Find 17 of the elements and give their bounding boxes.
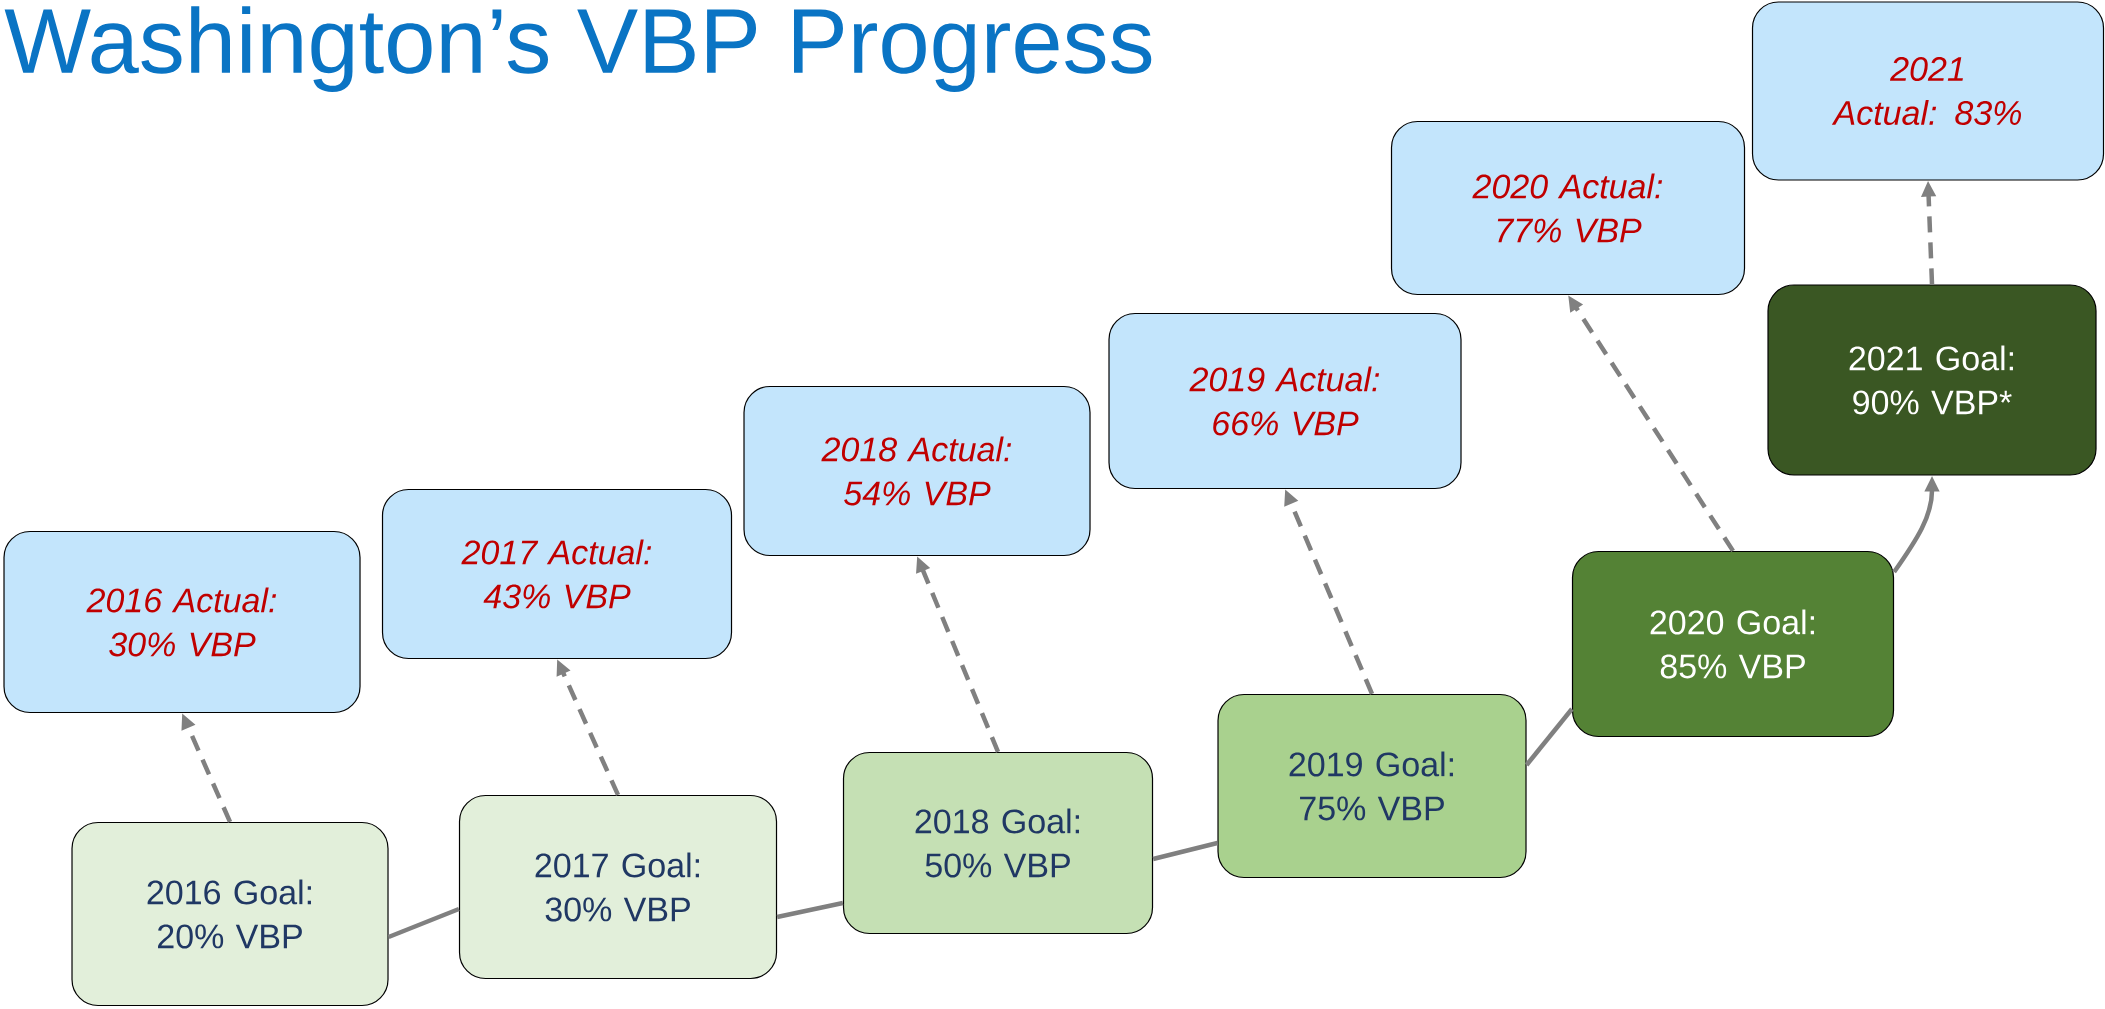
goal-box: 2018 Goal: 50% VBP xyxy=(842,751,1154,935)
goal-box: 2020 Goal: 85% VBP xyxy=(1571,550,1895,738)
connector-line xyxy=(1152,840,1218,862)
actual-box: 2021 Actual: 83% xyxy=(1751,1,2105,181)
actual-box: 2017 Actual: 43% VBP xyxy=(381,488,733,660)
actual-box: 2019 Actual: 66% VBP xyxy=(1108,312,1462,490)
goal-box: 2021 Goal: 90% VBP* xyxy=(1767,284,2097,476)
actual-box: 2016 Actual: 30% VBP xyxy=(3,530,361,714)
goal-box: 2016 Goal: 20% VBP xyxy=(71,821,389,1007)
actual-box: 2018 Actual: 54% VBP xyxy=(743,385,1091,557)
connector-line xyxy=(387,906,460,940)
connector-line xyxy=(776,900,844,920)
title: Washington’s VBP Progress xyxy=(4,6,1152,92)
goal-box: 2017 Goal: 30% VBP xyxy=(458,794,778,980)
connector-line xyxy=(1524,707,1574,767)
actual-box: 2020 Actual: 77% VBP xyxy=(1390,120,1746,296)
goal-box: 2019 Goal: 75% VBP xyxy=(1217,693,1527,879)
